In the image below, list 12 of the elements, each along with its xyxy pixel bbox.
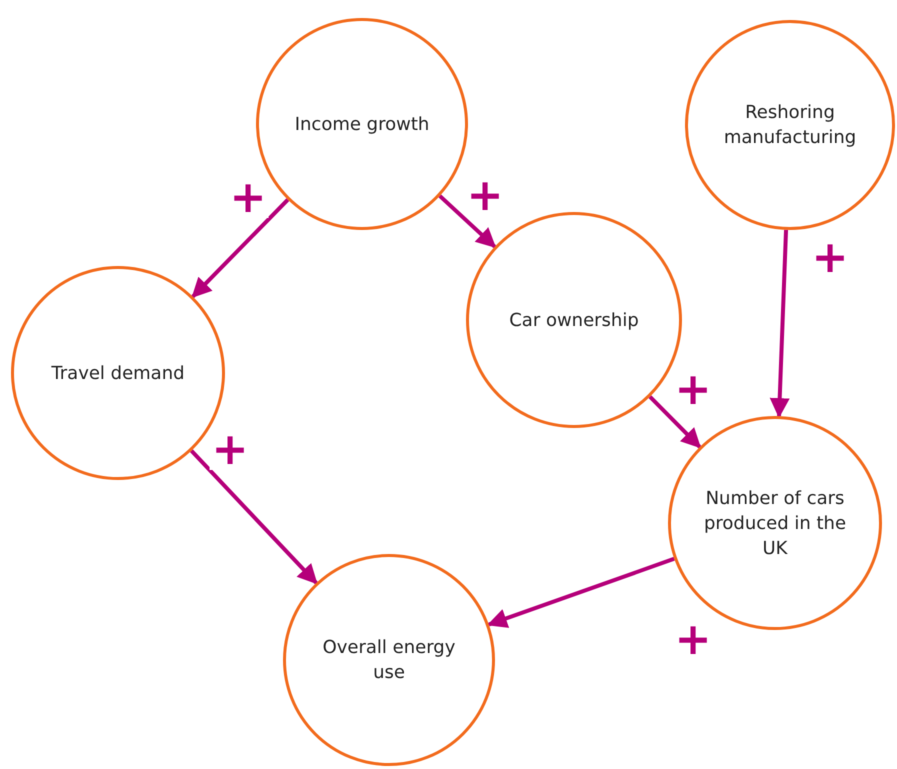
node-label: Car ownership xyxy=(508,308,640,332)
arrow xyxy=(190,449,318,584)
arrow xyxy=(487,556,675,628)
node-label: Reshoring manufacturing xyxy=(722,101,858,150)
arrow xyxy=(648,395,702,448)
node-label: Overall energy use xyxy=(322,636,456,685)
node-label: Number of cars produced in the UK xyxy=(702,486,848,560)
node-label: Income growth xyxy=(294,112,430,136)
node-label: Travel demand xyxy=(50,362,186,386)
arrow xyxy=(770,230,790,418)
arrow xyxy=(191,198,290,298)
arrow xyxy=(438,194,496,248)
